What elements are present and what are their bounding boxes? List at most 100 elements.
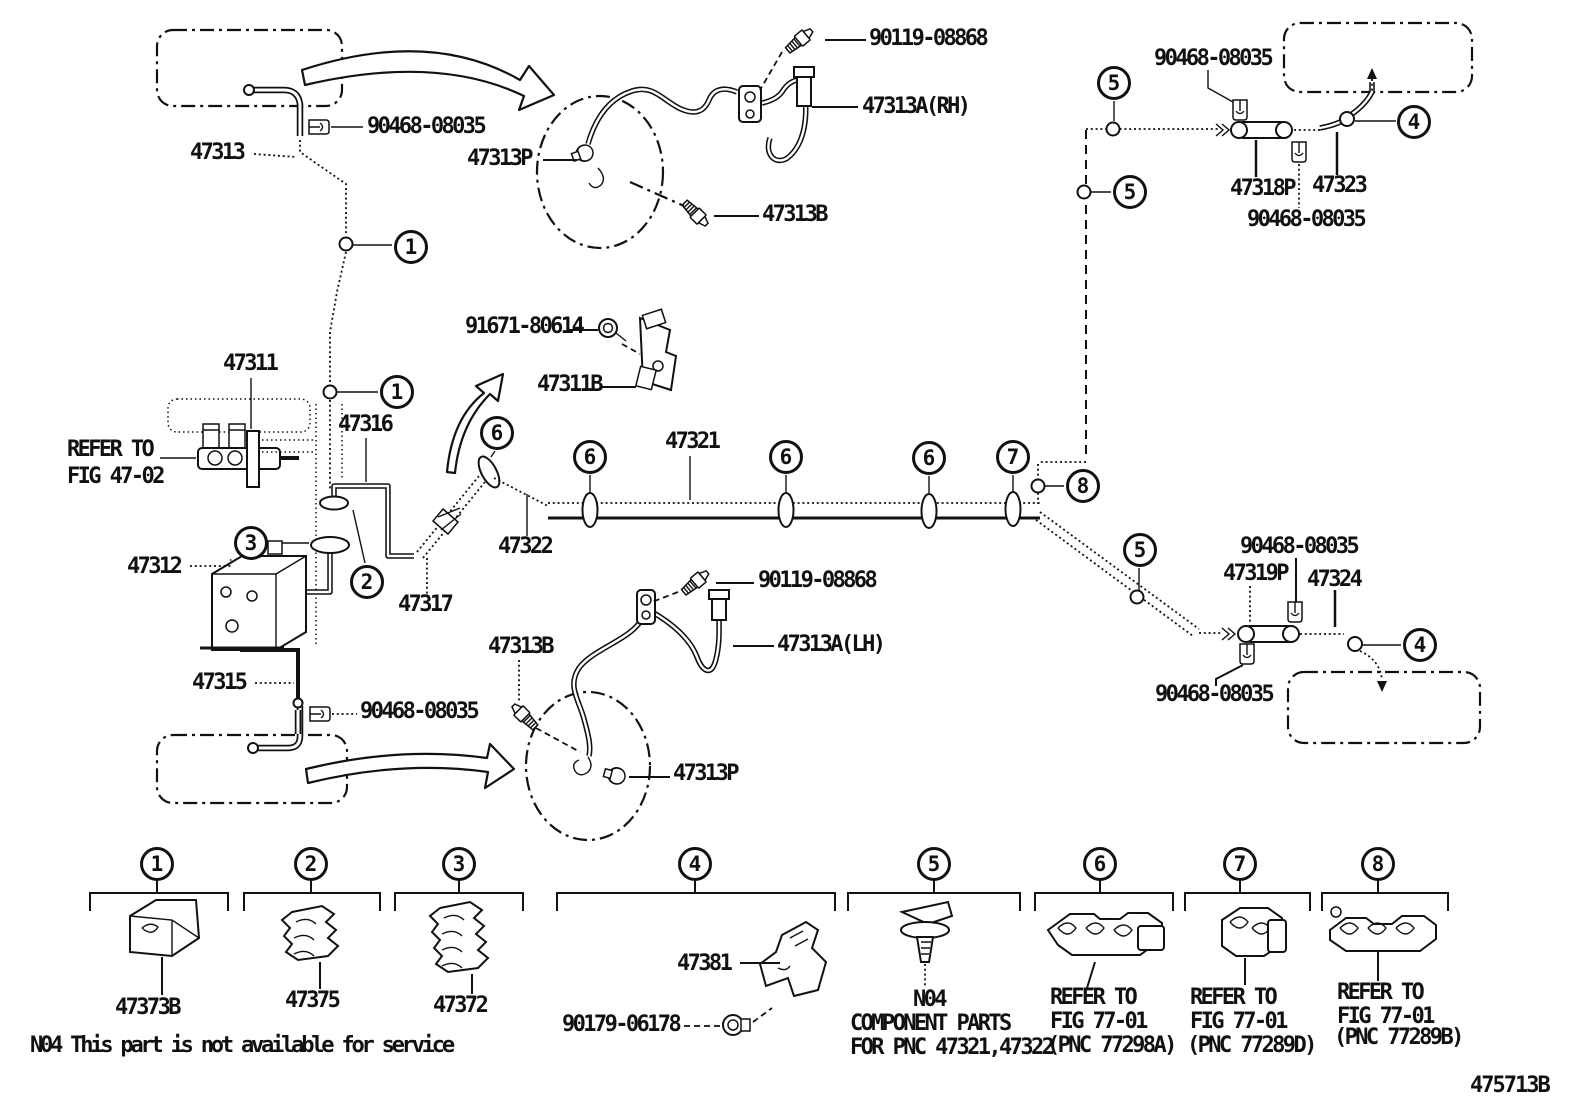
legend-callout-4: 4 <box>678 847 712 881</box>
clamp-47375-sketch <box>280 904 340 989</box>
hose-clamp-icon <box>601 764 628 787</box>
legend-callout-2: 2 <box>294 847 328 881</box>
pipe-clip-icon <box>1221 627 1236 641</box>
tube-bundle-ghost <box>230 404 343 646</box>
tube-47317 <box>416 450 549 594</box>
caption-fig-77-01: FIG 77-01 <box>1050 1009 1148 1034</box>
bolt-90119-icon <box>782 24 817 57</box>
clip-90468-icon <box>1232 99 1248 121</box>
caption-n04: N04 <box>913 987 948 1012</box>
detail-arrows <box>300 50 556 790</box>
clamp-47372-sketch <box>428 900 490 994</box>
label-90468-rear-right-bot: 90468-08035 <box>1247 207 1367 232</box>
rear-route <box>1030 101 1222 637</box>
pipe-clip-icon <box>1215 123 1230 137</box>
arrow-mid-up <box>445 372 505 475</box>
clamp-77289b-sketch <box>1329 906 1437 981</box>
footnote: N04 This part is not available for servi… <box>30 1033 455 1058</box>
callout-8: 8 <box>1066 469 1100 503</box>
callout-2: 2 <box>350 565 384 599</box>
label-47323: 47323 <box>1312 173 1368 198</box>
label-47322: 47322 <box>498 534 554 559</box>
bolt-47313b-icon <box>679 197 712 230</box>
label-47319p: 47319P <box>1223 561 1289 586</box>
master-cylinder <box>160 378 311 488</box>
legend-brackets <box>89 880 1449 911</box>
rear-right-fitting <box>1207 68 1396 208</box>
label-47311b: 47311B <box>537 372 603 397</box>
callout-4-b: 4 <box>1403 628 1437 662</box>
label-47313a-lh: 47313A(LH) <box>777 632 886 657</box>
clip-90468-icon <box>1291 141 1307 163</box>
bracket-47311b <box>567 308 678 392</box>
front-hose-rh-detail <box>535 24 866 250</box>
caption-for-pnc-47321-47322: FOR PNC 47321,47322 <box>850 1035 1055 1060</box>
label-47315: 47315 <box>192 670 248 695</box>
caption-47375: 47375 <box>285 988 341 1013</box>
caption-fig-77-01: FIG 77-01 <box>1337 1004 1435 1029</box>
caption--pnc-77289d-: (PNC 77289D) <box>1187 1033 1317 1058</box>
label-47316: 47316 <box>338 412 394 437</box>
caption-47381: 47381 <box>677 951 733 976</box>
caption-refer-to: REFER TO <box>1190 985 1278 1010</box>
caption-refer-to: REFER TO <box>1337 980 1425 1005</box>
rear-left-fitting <box>1215 558 1401 692</box>
caption-47372: 47372 <box>433 993 489 1018</box>
callout-5-b: 5 <box>1113 175 1147 209</box>
callout-6-a: 6 <box>480 416 514 450</box>
tube-clip-icon <box>309 706 331 722</box>
caption--pnc-77298a-: (PNC 77298A) <box>1047 1033 1177 1058</box>
clamp-77298a-sketch <box>1046 912 1165 989</box>
callout-6-d: 6 <box>912 441 946 475</box>
caption-component-parts: COMPONENT PARTS <box>850 1011 1012 1036</box>
caption--pnc-77289b-: (PNC 77289B) <box>1334 1025 1464 1050</box>
legend-callout-7: 7 <box>1223 847 1257 881</box>
legend-callout-1: 1 <box>140 847 174 881</box>
clamp-77289d-sketch <box>1221 907 1287 985</box>
label-47317: 47317 <box>398 592 454 617</box>
callout-5-c: 5 <box>1123 533 1157 567</box>
legend-part-sketches <box>129 899 1437 1036</box>
label-90119-lh: 90119-08868 <box>758 568 878 593</box>
label-47324: 47324 <box>1307 567 1363 592</box>
legend-callout-5: 5 <box>917 847 951 881</box>
brake-actuator <box>190 540 307 651</box>
caption-47373b: 47373B <box>115 995 181 1020</box>
label-47321: 47321 <box>665 429 721 454</box>
caption-90179-06178: 90179-06178 <box>562 1012 682 1037</box>
arrow-to-rh-detail <box>300 50 556 112</box>
label-47313p-lh: 47313P <box>673 761 739 786</box>
hose-clamp-icon <box>569 141 597 166</box>
callout-1-lower: 1 <box>380 375 414 409</box>
callout-3: 3 <box>234 526 268 560</box>
label-90468-front-left-lower: 90468-08035 <box>360 699 480 724</box>
label-47311: 47311 <box>223 351 279 376</box>
label-47313a-rh: 47313A(RH) <box>862 94 971 119</box>
bolt-90119-icon <box>678 566 713 599</box>
clip-n04-sketch <box>898 900 954 988</box>
callout-1-upper: 1 <box>394 230 428 264</box>
rear-pipes-47321-47322 <box>526 456 1040 536</box>
label-90119-rh: 90119-08868 <box>869 26 989 51</box>
legend-callout-3: 3 <box>442 847 476 881</box>
clamp-47373b-sketch <box>129 899 201 995</box>
caption-fig-77-01: FIG 77-01 <box>1190 1009 1288 1034</box>
bracket-47381-sketch <box>684 920 828 1036</box>
label-47313b-rh: 47313B <box>762 202 828 227</box>
tube-clip-icon <box>308 119 330 135</box>
front-left-tube-assembly <box>240 84 363 754</box>
label-90468-rear-left-bot: 90468-08035 <box>1155 682 1275 707</box>
callout-7: 7 <box>996 440 1030 474</box>
label-90468-rear-right-top: 90468-08035 <box>1154 46 1274 71</box>
clip-90468-icon <box>1287 601 1303 623</box>
legend-callout-8: 8 <box>1361 847 1395 881</box>
arrow-to-lh-detail <box>304 742 516 790</box>
front-brake-line <box>299 140 392 489</box>
label-47313b-lh: 47313B <box>488 634 554 659</box>
caption-refer-to: REFER TO <box>1050 985 1138 1010</box>
label-47312: 47312 <box>127 554 183 579</box>
label-refer-4702-1: REFER TO <box>67 437 155 462</box>
legend-callout-6: 6 <box>1083 847 1117 881</box>
